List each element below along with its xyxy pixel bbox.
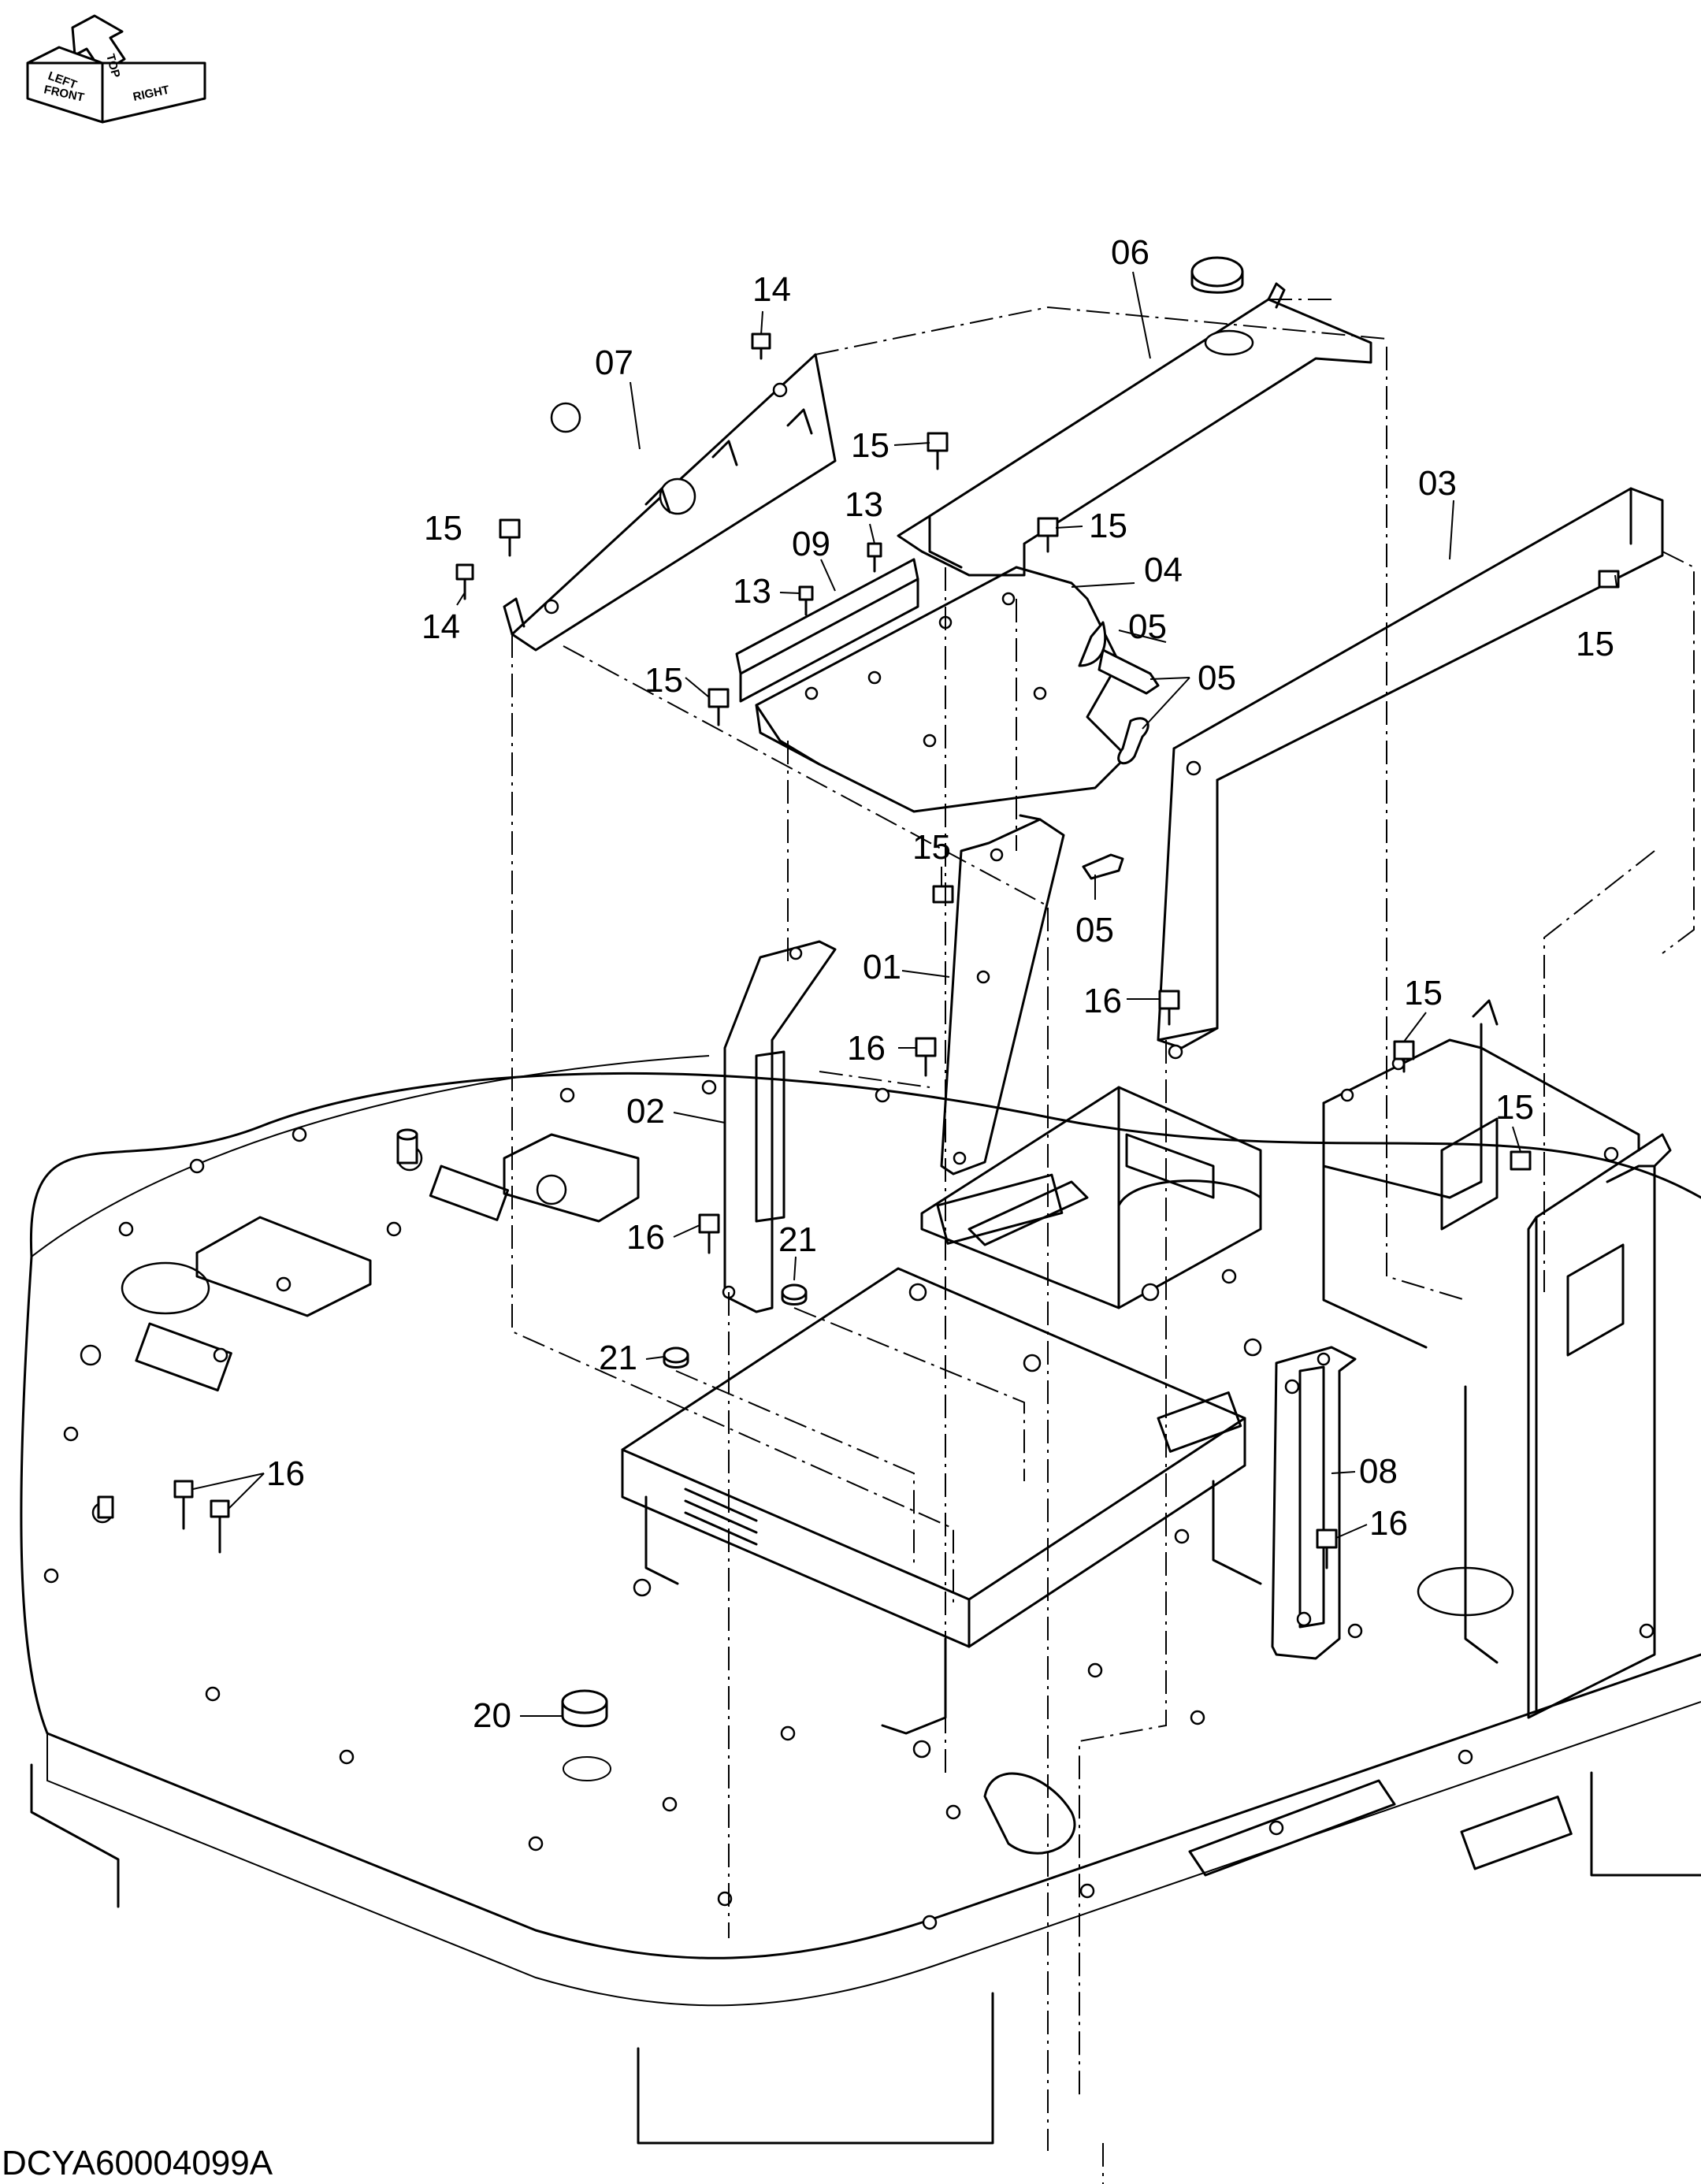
callout-16-e: 16 bbox=[1369, 1504, 1408, 1543]
bolt-15-h bbox=[1510, 1150, 1532, 1171]
callout-15-g: 15 bbox=[1404, 974, 1443, 1012]
callout-16-c: 16 bbox=[626, 1218, 665, 1257]
bolt-15-f bbox=[932, 885, 954, 904]
bolt-15-e bbox=[1598, 570, 1620, 589]
bolt-15-c bbox=[1037, 517, 1059, 553]
part-08-stay bbox=[1271, 1346, 1357, 1660]
callout-15-b: 15 bbox=[424, 509, 462, 548]
bolt-16-a bbox=[1158, 990, 1180, 1026]
callout-15-h: 15 bbox=[1495, 1088, 1534, 1127]
floor-plate bbox=[20, 1055, 1701, 2145]
part-09-rail bbox=[735, 558, 919, 703]
callout-21-b: 21 bbox=[599, 1339, 637, 1377]
bolt-14-top bbox=[751, 332, 771, 360]
part-04-plate bbox=[755, 566, 1128, 813]
part-06-bracket bbox=[897, 256, 1372, 577]
callout-05-b: 05 bbox=[1198, 659, 1236, 697]
part-01-stay bbox=[940, 814, 1065, 1176]
leader-lines bbox=[192, 271, 1617, 1717]
callout-14-top: 14 bbox=[752, 270, 791, 309]
assembly-lines bbox=[511, 299, 1695, 2184]
part-03-frame bbox=[1157, 487, 1664, 1060]
callout-15-f: 15 bbox=[912, 828, 951, 867]
callout-13-b: 13 bbox=[733, 572, 771, 611]
callout-15-d: 15 bbox=[1576, 625, 1614, 663]
hardware-items bbox=[97, 1128, 808, 1781]
orientation-cube: FRONT LEFT TOP RIGHT bbox=[26, 14, 206, 124]
bolt-16-e bbox=[1316, 1528, 1338, 1569]
callout-20: 20 bbox=[473, 1696, 511, 1735]
bolt-15-d bbox=[708, 688, 730, 726]
bolt-16-d1 bbox=[173, 1480, 194, 1530]
callout-16-a: 16 bbox=[1083, 982, 1122, 1020]
bolt-16-d2 bbox=[210, 1499, 230, 1554]
callout-04: 04 bbox=[1144, 551, 1183, 589]
callout-16-b: 16 bbox=[847, 1029, 886, 1068]
callout-09: 09 bbox=[792, 525, 830, 563]
callout-02: 02 bbox=[626, 1092, 665, 1131]
part-20-plug bbox=[561, 1689, 611, 1781]
part-07-panel bbox=[503, 353, 837, 652]
bolt-16-b bbox=[915, 1037, 937, 1077]
callout-01: 01 bbox=[863, 948, 901, 986]
right-console-box bbox=[1322, 999, 1672, 1719]
floor-holes bbox=[43, 1079, 1473, 1930]
callout-07: 07 bbox=[595, 344, 633, 382]
callout-06: 06 bbox=[1111, 233, 1149, 272]
bolt-14-left bbox=[455, 563, 474, 600]
callout-03: 03 bbox=[1418, 464, 1457, 503]
callout-08: 08 bbox=[1359, 1452, 1398, 1491]
drawing-code: DCYA60004099A bbox=[2, 2144, 273, 2182]
seat-mount-frame bbox=[621, 1086, 1262, 1759]
callout-05-a: 05 bbox=[1128, 607, 1167, 646]
part-21-cap-a bbox=[781, 1283, 808, 1306]
part-05-clamps bbox=[1078, 621, 1160, 880]
callout-21-a: 21 bbox=[778, 1220, 817, 1259]
part-21-cap-b bbox=[663, 1346, 689, 1369]
callout-05-c: 05 bbox=[1075, 911, 1114, 949]
bolt-16-c bbox=[698, 1213, 720, 1254]
callout-labels: 14 07 06 15 15 13 15 03 09 04 13 14 05 1… bbox=[266, 233, 1614, 1735]
bolt-13-a bbox=[867, 542, 882, 573]
bolt-15-a bbox=[499, 518, 521, 557]
callout-14-left: 14 bbox=[422, 607, 460, 646]
callout-15-c: 15 bbox=[1089, 507, 1127, 545]
part-02-stay bbox=[722, 940, 837, 1313]
bolt-13-b bbox=[798, 585, 814, 616]
callout-15-e: 15 bbox=[644, 661, 683, 700]
bolt-15-b bbox=[927, 432, 949, 470]
callout-13-a: 13 bbox=[845, 485, 883, 524]
callout-16-d: 16 bbox=[266, 1454, 305, 1493]
callout-15-a: 15 bbox=[851, 426, 889, 465]
bolts bbox=[173, 332, 1620, 1569]
